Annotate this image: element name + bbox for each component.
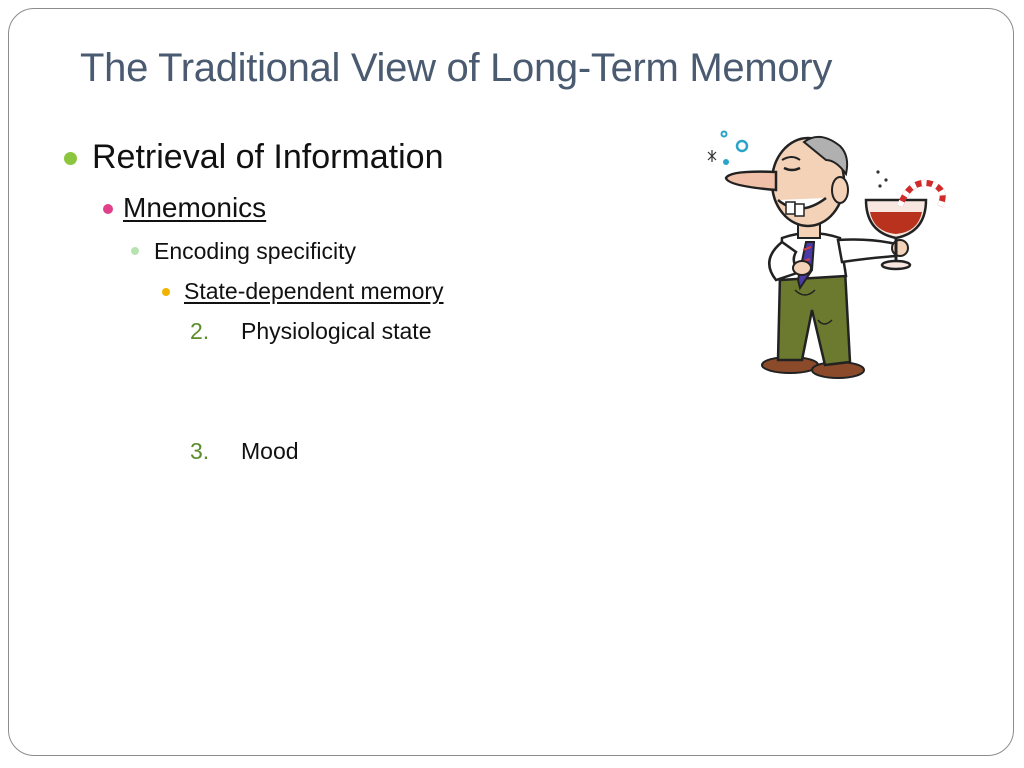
drunk-man-clipart bbox=[707, 130, 946, 379]
list-item-physiological-state: Physiological state bbox=[241, 318, 432, 344]
face-icon bbox=[724, 135, 849, 228]
wine-glass-icon bbox=[864, 180, 946, 271]
list-item-mood: Mood bbox=[241, 438, 299, 464]
bullet-state-dependent-link[interactable]: State-dependent memory bbox=[184, 278, 444, 304]
bullet-retrieval: Retrieval of Information bbox=[92, 138, 444, 176]
bullet-level1-icon bbox=[64, 152, 77, 165]
bullet-level2-icon bbox=[103, 204, 113, 214]
bullet-mnemonics-link[interactable]: Mnemonics bbox=[123, 192, 267, 223]
bullet-encoding-specificity: Encoding specificity bbox=[154, 238, 356, 264]
list-number-3: 3. bbox=[190, 438, 210, 464]
bullet-level3-icon bbox=[131, 247, 139, 255]
bullet-level4-icon bbox=[162, 288, 170, 296]
bubbles-icon bbox=[707, 130, 888, 188]
slide-title: The Traditional View of Long-Term Memory bbox=[80, 46, 833, 90]
list-number-2: 2. bbox=[190, 318, 210, 344]
slide-frame bbox=[8, 8, 1014, 756]
